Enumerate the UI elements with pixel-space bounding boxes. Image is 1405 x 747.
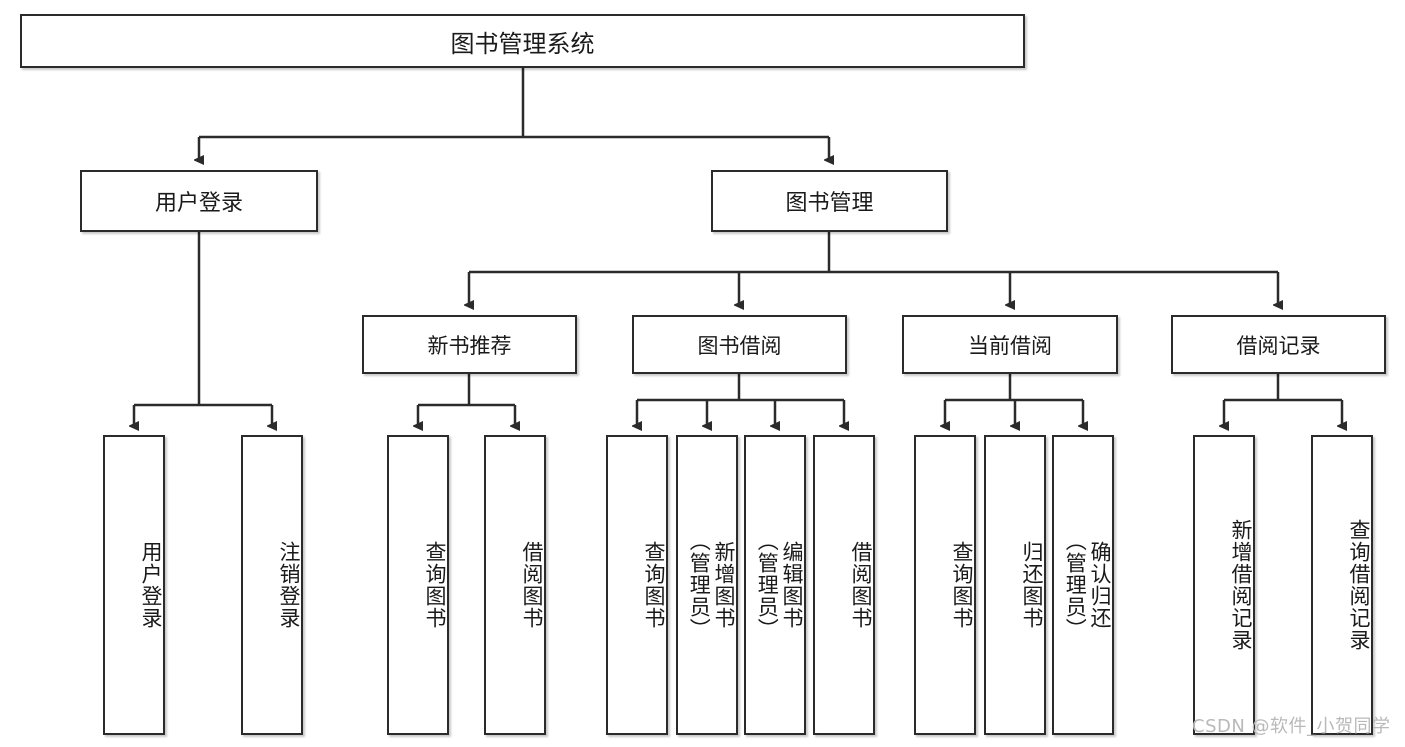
node-leaf-query-book-current[interactable]: 查询图书 [914,435,976,735]
node-book-borrow[interactable]: 图书借阅 [632,315,847,374]
node-label: 图书管理系统 [450,29,595,58]
node-book-management[interactable]: 图书管理 [711,170,948,232]
node-label: 确认归还 （管理员） [1063,530,1112,640]
node-leaf-edit-book-admin[interactable]: 编辑图书 （管理员） [744,435,806,735]
node-label: 查询图书 [642,541,666,629]
node-label: 借阅图书 [849,541,873,629]
node-leaf-query-book-recommend[interactable]: 查询图书 [387,435,449,735]
node-leaf-query-borrow-record[interactable]: 查询借阅记录 [1311,435,1373,735]
node-leaf-add-book-admin[interactable]: 新增图书 （管理员） [676,435,738,735]
node-leaf-add-borrow-record[interactable]: 新增借阅记录 [1193,435,1255,735]
node-label: 编辑图书 （管理员） [755,530,804,640]
node-leaf-borrow-book-recommend[interactable]: 借阅图书 [484,435,546,735]
node-new-book-recommend[interactable]: 新书推荐 [362,315,577,374]
node-label: 查询借阅记录 [1347,519,1371,651]
node-label: 用户登录 [139,541,163,629]
node-current-borrow[interactable]: 当前借阅 [902,315,1118,374]
node-leaf-query-book-borrow[interactable]: 查询图书 [606,435,668,735]
node-leaf-logout[interactable]: 注销登录 [241,435,303,735]
node-label: 注销登录 [277,541,301,629]
node-user-login[interactable]: 用户登录 [80,170,318,232]
node-label: 图书管理 [785,191,874,216]
node-label: 当前借阅 [968,333,1052,358]
node-label: 借阅记录 [1236,333,1321,358]
node-leaf-user-login[interactable]: 用户登录 [103,435,165,735]
csdn-watermark: CSDN @软件_小贺同学 [1192,716,1391,737]
node-label: 新增借阅记录 [1229,519,1253,651]
node-label: 图书借阅 [697,333,782,358]
node-borrow-record[interactable]: 借阅记录 [1171,315,1386,374]
node-label: 用户登录 [154,191,243,216]
node-leaf-return-book[interactable]: 归还图书 [984,435,1046,735]
node-root-book-management-system[interactable]: 图书管理系统 [20,14,1025,68]
node-label: 新增图书 （管理员） [687,530,736,640]
node-leaf-confirm-return-admin[interactable]: 确认归还 （管理员） [1052,435,1114,735]
node-label: 查询图书 [950,541,974,629]
node-label: 查询图书 [423,541,447,629]
node-label: 借阅图书 [520,541,544,629]
node-leaf-borrow-book[interactable]: 借阅图书 [813,435,875,735]
node-label: 归还图书 [1020,541,1044,629]
node-label: 新书推荐 [427,333,512,358]
